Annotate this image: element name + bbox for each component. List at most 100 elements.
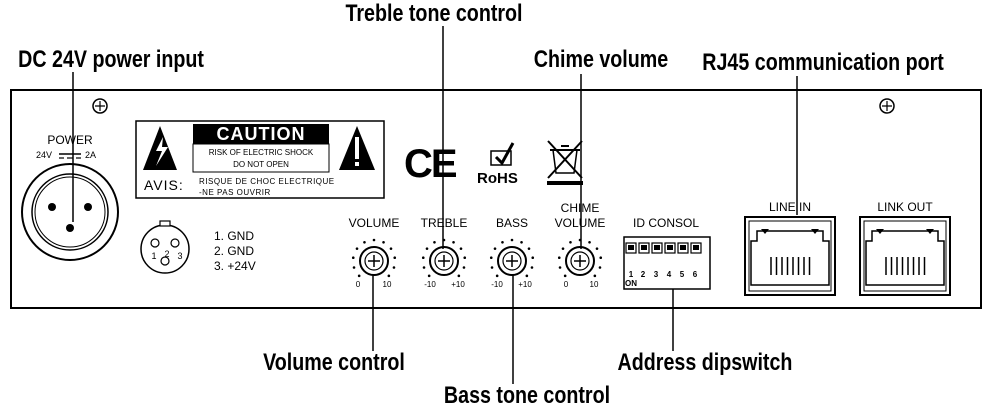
knob-scale-dots xyxy=(557,238,603,278)
chime-knob-label-bottom: VOLUME xyxy=(555,216,606,230)
knob-dot xyxy=(595,247,599,250)
knob-dot xyxy=(459,247,463,250)
volume-knob[interactable] xyxy=(351,238,397,278)
callout-leader-lines xyxy=(72,26,798,384)
knob-dot xyxy=(433,240,436,244)
knob-dot xyxy=(463,256,467,260)
knob-dot xyxy=(531,256,535,260)
knob-dot xyxy=(490,266,494,269)
knob-dot xyxy=(462,266,466,269)
chime-volume-callout: Chime volume xyxy=(534,45,668,72)
weee-bin-icon xyxy=(547,140,583,185)
dip-number: 5 xyxy=(680,270,685,279)
knob-dot xyxy=(427,274,431,278)
volume-knob-label: VOLUME xyxy=(349,216,400,230)
dip-key-toggle xyxy=(680,245,686,250)
knob-dot xyxy=(352,266,356,269)
knob-dot xyxy=(363,240,366,244)
dip-keys xyxy=(625,242,702,254)
rohs-mark-icon: RoHS xyxy=(477,142,518,187)
ce-mark-icon: CE xyxy=(404,142,457,186)
power-current: 2A xyxy=(85,150,96,160)
volume-callout: Volume control xyxy=(263,348,405,375)
address-callout: Address dipswitch xyxy=(618,348,793,375)
power-label: POWER xyxy=(47,133,93,147)
pinout-line: 1. GND xyxy=(214,229,254,243)
treble-knob[interactable] xyxy=(421,238,467,278)
dip-number: 3 xyxy=(654,270,659,279)
knob-dot xyxy=(561,247,565,250)
chime-knob-label-top: CHIME xyxy=(561,201,600,215)
line-in-rj45-port[interactable] xyxy=(744,216,836,296)
link-out-rj45-port[interactable] xyxy=(859,216,951,296)
knob-dot xyxy=(520,240,523,244)
volume-min-label: 0 xyxy=(356,280,361,289)
knob-dot xyxy=(357,274,361,278)
dip-number: 6 xyxy=(693,270,698,279)
knob-dot xyxy=(452,240,455,244)
pin-number: 1 xyxy=(151,251,156,261)
knob-scale-dots xyxy=(489,238,535,278)
dip-key-toggle xyxy=(628,245,634,250)
knob-dot xyxy=(425,247,429,250)
knob-dot xyxy=(599,256,603,260)
pinout-diagram: 1 2 3 xyxy=(140,220,190,274)
rj45-callout: RJ45 communication port xyxy=(702,48,944,75)
address-dipswitch[interactable]: 1 2 3 4 5 6 ON xyxy=(623,236,711,290)
knob-dot xyxy=(351,256,355,260)
rohs-text: RoHS xyxy=(477,170,518,187)
knob-dot xyxy=(558,266,562,269)
bass-knob[interactable] xyxy=(489,238,535,278)
caution-title: CAUTION xyxy=(217,124,306,144)
line-in-label: LINE IN xyxy=(769,200,811,214)
link-out-label: LINK OUT xyxy=(877,200,933,214)
chime-min-label: 0 xyxy=(564,280,569,289)
knob-dot xyxy=(493,247,497,250)
knob-dot xyxy=(393,256,397,260)
dip-key-toggle xyxy=(654,245,660,250)
knob-dot xyxy=(389,247,393,250)
treble-min-label: -10 xyxy=(424,280,436,289)
treble-callout: Treble tone control xyxy=(345,0,522,26)
knob-dot xyxy=(392,266,396,269)
bass-knob-label: BASS xyxy=(496,216,528,230)
caution-line1: RISK OF ELECTRIC SHOCK xyxy=(209,148,314,157)
bass-min-label: -10 xyxy=(491,280,503,289)
knob-dot xyxy=(422,266,426,269)
power-voltage: 24V xyxy=(36,150,52,160)
bass-callout: Bass tone control xyxy=(444,381,610,408)
treble-max-label: +10 xyxy=(451,280,465,289)
caution-label: CAUTION RISK OF ELECTRIC SHOCK DO NOT OP… xyxy=(135,120,385,199)
chime-max-label: 10 xyxy=(590,280,599,289)
xlr-power-connector xyxy=(21,163,119,261)
dip-number: 2 xyxy=(641,270,646,279)
knob-dot xyxy=(387,274,391,278)
knob-dot xyxy=(569,240,572,244)
dipswitch-label: ID CONSOL xyxy=(633,216,699,230)
dip-number: 1 xyxy=(629,270,634,279)
caution-avis: AVIS: xyxy=(144,177,184,193)
dip-on-label: ON xyxy=(625,279,637,288)
knob-scale-dots xyxy=(351,238,397,278)
dip-number: 4 xyxy=(667,270,672,279)
knob-dot xyxy=(510,238,514,242)
caution-avis-line1: RISQUE DE CHOC ELECTRIQUE xyxy=(199,177,335,186)
volume-max-label: 10 xyxy=(383,280,392,289)
screw-icon xyxy=(92,98,108,114)
chime-volume-knob[interactable] xyxy=(557,238,603,278)
dc-symbol-icon xyxy=(59,153,81,159)
knob-dot xyxy=(372,238,376,242)
knob-dot xyxy=(421,256,425,260)
knob-dot xyxy=(382,240,385,244)
treble-knob-label: TREBLE xyxy=(421,216,468,230)
pin-number: 2 xyxy=(164,249,169,259)
knob-dot xyxy=(495,274,499,278)
rear-panel-outline xyxy=(10,89,982,309)
knob-dot xyxy=(489,256,493,260)
bass-max-label: +10 xyxy=(518,280,532,289)
dip-key-toggle xyxy=(693,245,699,250)
pinout-line: 3. +24V xyxy=(214,259,256,273)
knob-dot xyxy=(598,266,602,269)
caution-avis-line2: -NE PAS OUVRIR xyxy=(199,188,271,197)
